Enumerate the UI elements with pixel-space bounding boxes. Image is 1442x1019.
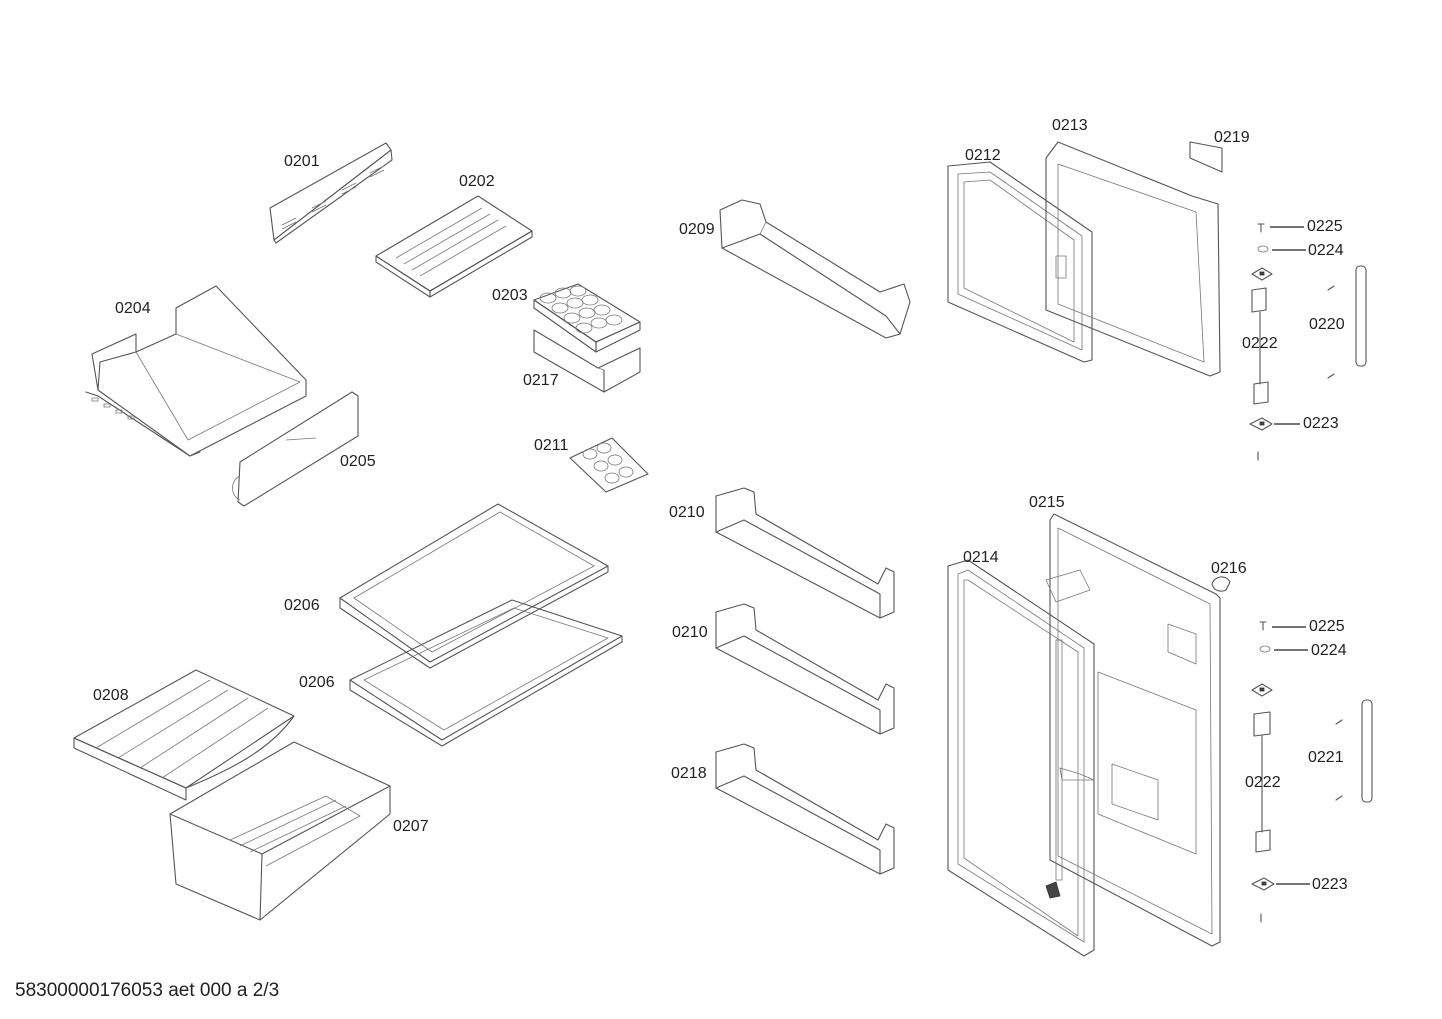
part-0217-box xyxy=(533,329,641,393)
label-0224-upper: 0224 xyxy=(1308,242,1344,259)
label-0205: 0205 xyxy=(340,453,376,470)
label-0210-lower: 0210 xyxy=(672,624,708,641)
part-0206-glass-shelf-lower xyxy=(349,599,623,747)
label-0225-lower: 0225 xyxy=(1309,618,1345,635)
part-0219-label xyxy=(1189,141,1223,173)
label-0203: 0203 xyxy=(492,287,528,304)
label-0206-lower: 0206 xyxy=(299,674,335,691)
label-0213: 0213 xyxy=(1052,117,1088,134)
label-0219: 0219 xyxy=(1214,129,1250,146)
part-hinge-set-lower xyxy=(1251,621,1343,923)
part-0220-handle xyxy=(1355,265,1367,367)
label-0224-lower: 0224 xyxy=(1311,642,1347,659)
label-0210-upper: 0210 xyxy=(669,504,705,521)
part-0204-drawer xyxy=(85,285,307,457)
label-0223-lower: 0223 xyxy=(1312,876,1348,893)
label-0202: 0202 xyxy=(459,173,495,190)
part-0208-drawer-cover xyxy=(73,669,295,801)
label-0216: 0216 xyxy=(1211,560,1247,577)
part-0216-cap xyxy=(1211,576,1231,592)
part-0207-crisper-drawer xyxy=(169,741,391,921)
label-0212: 0212 xyxy=(965,147,1001,164)
label-0211: 0211 xyxy=(534,437,569,454)
part-0211-egg-holder xyxy=(569,437,649,493)
part-0201-cover-plate xyxy=(269,142,393,244)
part-0210-door-balcony-upper xyxy=(715,487,895,619)
label-0208: 0208 xyxy=(93,687,129,704)
part-0218-door-balcony xyxy=(715,743,895,875)
document-id-footer: 58300000176053 aet 000 a 2/3 xyxy=(15,980,280,1001)
part-0202-grille-tray xyxy=(375,195,533,298)
label-0222-upper: 0222 xyxy=(1242,335,1278,352)
label-0220: 0220 xyxy=(1309,316,1345,333)
part-0206-glass-shelf-upper xyxy=(339,503,609,669)
label-0222-lower: 0222 xyxy=(1245,774,1281,791)
label-0209: 0209 xyxy=(679,221,715,238)
label-0204: 0204 xyxy=(115,300,151,317)
label-0223-upper: 0223 xyxy=(1303,415,1339,432)
part-0221-handle xyxy=(1361,699,1373,803)
label-0206-upper: 0206 xyxy=(284,597,320,614)
label-0207: 0207 xyxy=(393,818,429,835)
label-0215: 0215 xyxy=(1029,494,1065,511)
part-0203-egg-tray xyxy=(533,283,641,353)
part-0210-door-balcony-lower xyxy=(715,603,895,735)
label-0221: 0221 xyxy=(1308,749,1344,766)
part-0209-door-balcony xyxy=(719,199,911,339)
label-0201: 0201 xyxy=(284,153,320,170)
part-0205-front-panel xyxy=(232,391,359,507)
part-0214-door-gasket xyxy=(947,559,1095,957)
label-0217: 0217 xyxy=(523,372,559,389)
part-0215-fridge-door xyxy=(1045,513,1221,947)
part-hinge-set-upper xyxy=(1249,223,1335,461)
part-0213-freezer-door xyxy=(1045,141,1221,377)
label-0214: 0214 xyxy=(963,549,999,566)
label-0225-upper: 0225 xyxy=(1307,218,1343,235)
part-0212-door-gasket xyxy=(947,161,1093,363)
label-0218: 0218 xyxy=(671,765,707,782)
